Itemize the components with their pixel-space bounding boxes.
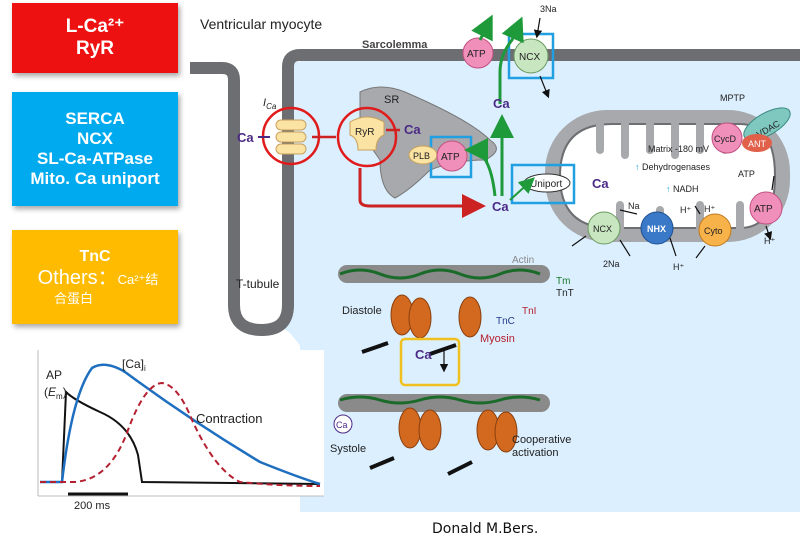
svg-text:H⁺: H⁺: [704, 204, 715, 214]
diastole-label: Diastole: [342, 305, 382, 317]
tm-label: Tm: [556, 276, 570, 287]
ca-transient-trace: [40, 363, 321, 486]
svg-text:Ca: Ca: [336, 420, 348, 430]
mptp-label: MPTP: [720, 93, 745, 103]
legend-item: SL-Ca-ATPase: [37, 149, 153, 168]
na-label: Na: [628, 201, 640, 211]
legend-item: NCX: [77, 128, 113, 148]
two-na-label: 2Na: [603, 259, 620, 269]
svg-text:ATP: ATP: [754, 204, 773, 215]
legend-item: 合蛋白: [54, 290, 94, 306]
cyto-label: Cyto: [704, 226, 723, 236]
serca-uptake-arrow: [464, 138, 497, 197]
activation-label: activation: [512, 447, 558, 459]
legend-box-ca-binding: TnC Others：Ca²⁺结 合蛋白: [12, 230, 178, 324]
systole-label: Systole: [330, 443, 366, 455]
legend-item: RyR: [75, 38, 114, 59]
myofilament-systole: Ca Systole Cooperative activation: [330, 394, 571, 476]
ca-label-extracellular: Ca: [237, 130, 254, 145]
actin-filament: [338, 265, 550, 283]
nhx-label: NHX: [647, 224, 666, 234]
ryr-highlight: [336, 106, 398, 168]
myosin-label: Myosin: [480, 333, 515, 345]
cycd-label: CycD: [714, 134, 736, 144]
matrix-potential-label: Matrix -180 mV: [648, 144, 709, 154]
attribution: Donald M.Bers.: [432, 521, 539, 537]
ca-label-sr: Ca: [404, 122, 421, 137]
ryr-label: RyR: [355, 127, 374, 138]
dehydrogenases-label: ↑ Dehydrogenases: [635, 162, 711, 172]
myosin-tail: [361, 341, 389, 354]
uniport-label: Uniport: [530, 179, 562, 190]
ant-icon: [742, 134, 772, 152]
sarcolemma-label: Sarcolemma: [362, 39, 428, 51]
em-label: (Em): [44, 385, 67, 401]
sr-label: SR: [384, 94, 399, 106]
mito-ncx-label: NCX: [593, 224, 612, 234]
legend-item: Ca²⁺结: [117, 271, 159, 287]
sarcolemma-membrane: [190, 49, 800, 337]
ap-trace: [40, 389, 321, 485]
contraction-label: Contraction: [196, 411, 262, 426]
ncx-highlight: [507, 32, 555, 80]
legend-item: SERCA: [65, 108, 125, 128]
tropomyosin: [339, 268, 541, 280]
atp-label: ATP: [441, 152, 460, 163]
ca-label-ncx: Ca: [493, 96, 510, 111]
ca-label-cytosol: Ca: [492, 199, 509, 214]
atp-label-ant: ATP: [738, 169, 755, 179]
ca-bound-icon: [333, 414, 353, 434]
ca-binding-highlight: [399, 337, 461, 387]
scale-bar-label: 200 ms: [74, 500, 111, 512]
l-type-channel-icon: [275, 119, 307, 131]
three-na-label: 3Na: [540, 4, 557, 14]
ncx-label: NCX: [519, 52, 540, 63]
svg-text:H⁺: H⁺: [673, 262, 684, 272]
atp-synthase-icon: [749, 191, 783, 225]
legend-box-ca-removal: SERCA NCX SL-Ca-ATPase Mito. Ca uniport: [12, 92, 178, 206]
tni-label: TnI: [522, 306, 536, 317]
mito-ncx-icon: [587, 211, 621, 245]
legend-box-l-type-ryr: L-Ca²⁺ RyR: [12, 3, 178, 73]
vdac-icon: [743, 107, 791, 141]
time-course-inset: AP (Em) [Ca]i Contraction 200 ms: [37, 350, 324, 512]
ryr-icon: [349, 116, 385, 151]
legend-item: TnC: [79, 248, 111, 266]
inset-background: [38, 350, 324, 496]
ica-label: ICa: [263, 97, 277, 111]
myofilament-diastole: Actin Tm TnT TnI TnC Myosin Diastole: [338, 255, 574, 356]
ca-label-binding: Ca: [415, 347, 432, 362]
contraction-trace: [40, 381, 321, 487]
tnc-label: TnC: [496, 316, 515, 327]
cycd-icon: [711, 122, 743, 154]
ca-release-arrow: [358, 168, 486, 218]
legend-item: Mito. Ca uniport: [30, 169, 160, 189]
svg-text:H⁺: H⁺: [680, 205, 691, 215]
ap-label: AP: [46, 368, 62, 382]
cooperative-label: Cooperative: [512, 434, 571, 446]
svg-text:ATP: ATP: [467, 49, 486, 60]
ncx-efflux-arrow: [498, 16, 524, 104]
tnt-label: TnT: [556, 288, 574, 299]
actin-label: Actin: [512, 255, 534, 266]
cyto-icon: [698, 213, 732, 247]
ca-i-label: [Ca]i: [122, 357, 146, 373]
t-tubule-label: T-tubule: [236, 277, 280, 291]
uniport-highlight: [510, 163, 576, 205]
nadh-label: ↑ NADH: [666, 184, 699, 194]
ant-label: ANT: [748, 139, 767, 149]
ca-label-matrix: Ca: [592, 176, 609, 191]
ncx-icon: [513, 38, 549, 74]
diagram-title: Ventricular myocyte: [200, 16, 322, 32]
plb-label: PLB: [413, 151, 430, 161]
legend-item: Others：: [37, 266, 118, 289]
legend-item: L-Ca²⁺: [65, 15, 125, 37]
nhx-icon: [640, 211, 674, 245]
